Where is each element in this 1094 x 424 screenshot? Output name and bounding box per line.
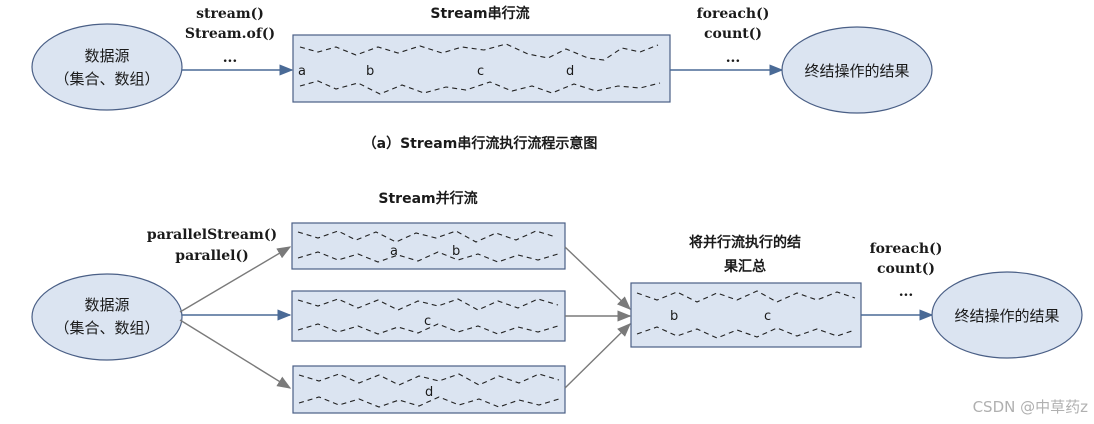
merged-result-box: b c: [630, 282, 862, 348]
parallel-terminal-op-1: foreach(): [870, 241, 943, 257]
merge-label-line2: 果汇总: [723, 258, 766, 275]
merge-label-line1: 将并行流执行的结: [689, 234, 801, 251]
serial-element-a: a: [298, 64, 306, 79]
parallel-merge-arrow-top: [564, 246, 632, 310]
parallel-create-op-1: parallelStream(): [147, 227, 277, 243]
parallel-branch-box-1: a b: [291, 222, 566, 270]
parallel-source-line1: 数据源: [84, 296, 129, 314]
serial-create-op-3: ...: [223, 50, 238, 66]
parallel-branch1-element-a: a: [390, 244, 398, 259]
parallel-branch-box-2: c: [291, 290, 566, 342]
merged-element-b: b: [670, 309, 678, 324]
parallel-terminal-op-2: count(): [877, 261, 935, 277]
serial-element-c: c: [477, 64, 484, 79]
parallel-branch1-element-b: b: [452, 244, 460, 259]
parallel-create-op-2: parallel(): [175, 248, 248, 264]
serial-result-node: 终结操作的结果: [781, 26, 933, 114]
parallel-fanout-arrow-bottom: [179, 319, 292, 389]
parallel-terminal-op-3: ...: [899, 284, 914, 300]
serial-source-line2: （集合、数组）: [54, 70, 159, 88]
merged-element-c: c: [764, 309, 771, 324]
serial-terminal-op-1: foreach(): [697, 6, 770, 22]
parallel-source-node: 数据源 （集合、数组）: [31, 273, 183, 361]
serial-result-label: 终结操作的结果: [804, 62, 909, 80]
serial-stream-box: a b c d: [292, 34, 671, 103]
serial-source-line1: 数据源: [84, 47, 129, 65]
parallel-branch2-element-c: c: [424, 314, 431, 329]
parallel-source-line2: （集合、数组）: [54, 319, 159, 337]
serial-element-b: b: [366, 64, 374, 79]
serial-caption: （a）Stream串行流执行流程示意图: [363, 135, 598, 152]
parallel-title: Stream并行流: [378, 190, 477, 207]
parallel-result-node: 终结操作的结果: [931, 271, 1083, 359]
parallel-fanout-arrow-top: [179, 246, 292, 313]
serial-title: Stream串行流: [430, 5, 529, 22]
serial-source-node: 数据源 （集合、数组）: [31, 23, 183, 111]
serial-create-op-1: stream(): [196, 6, 264, 22]
parallel-result-label: 终结操作的结果: [954, 307, 1059, 325]
parallel-branch-box-3: d: [292, 365, 566, 414]
serial-terminal-op-3: ...: [726, 50, 741, 66]
serial-create-op-2: Stream.of(): [185, 26, 275, 42]
parallel-branch3-element-d: d: [425, 385, 433, 400]
watermark: CSDN @中草药z: [973, 398, 1089, 416]
serial-terminal-op-2: count(): [704, 26, 762, 42]
serial-element-d: d: [566, 64, 574, 79]
parallel-merge-arrow-bottom: [564, 323, 631, 389]
